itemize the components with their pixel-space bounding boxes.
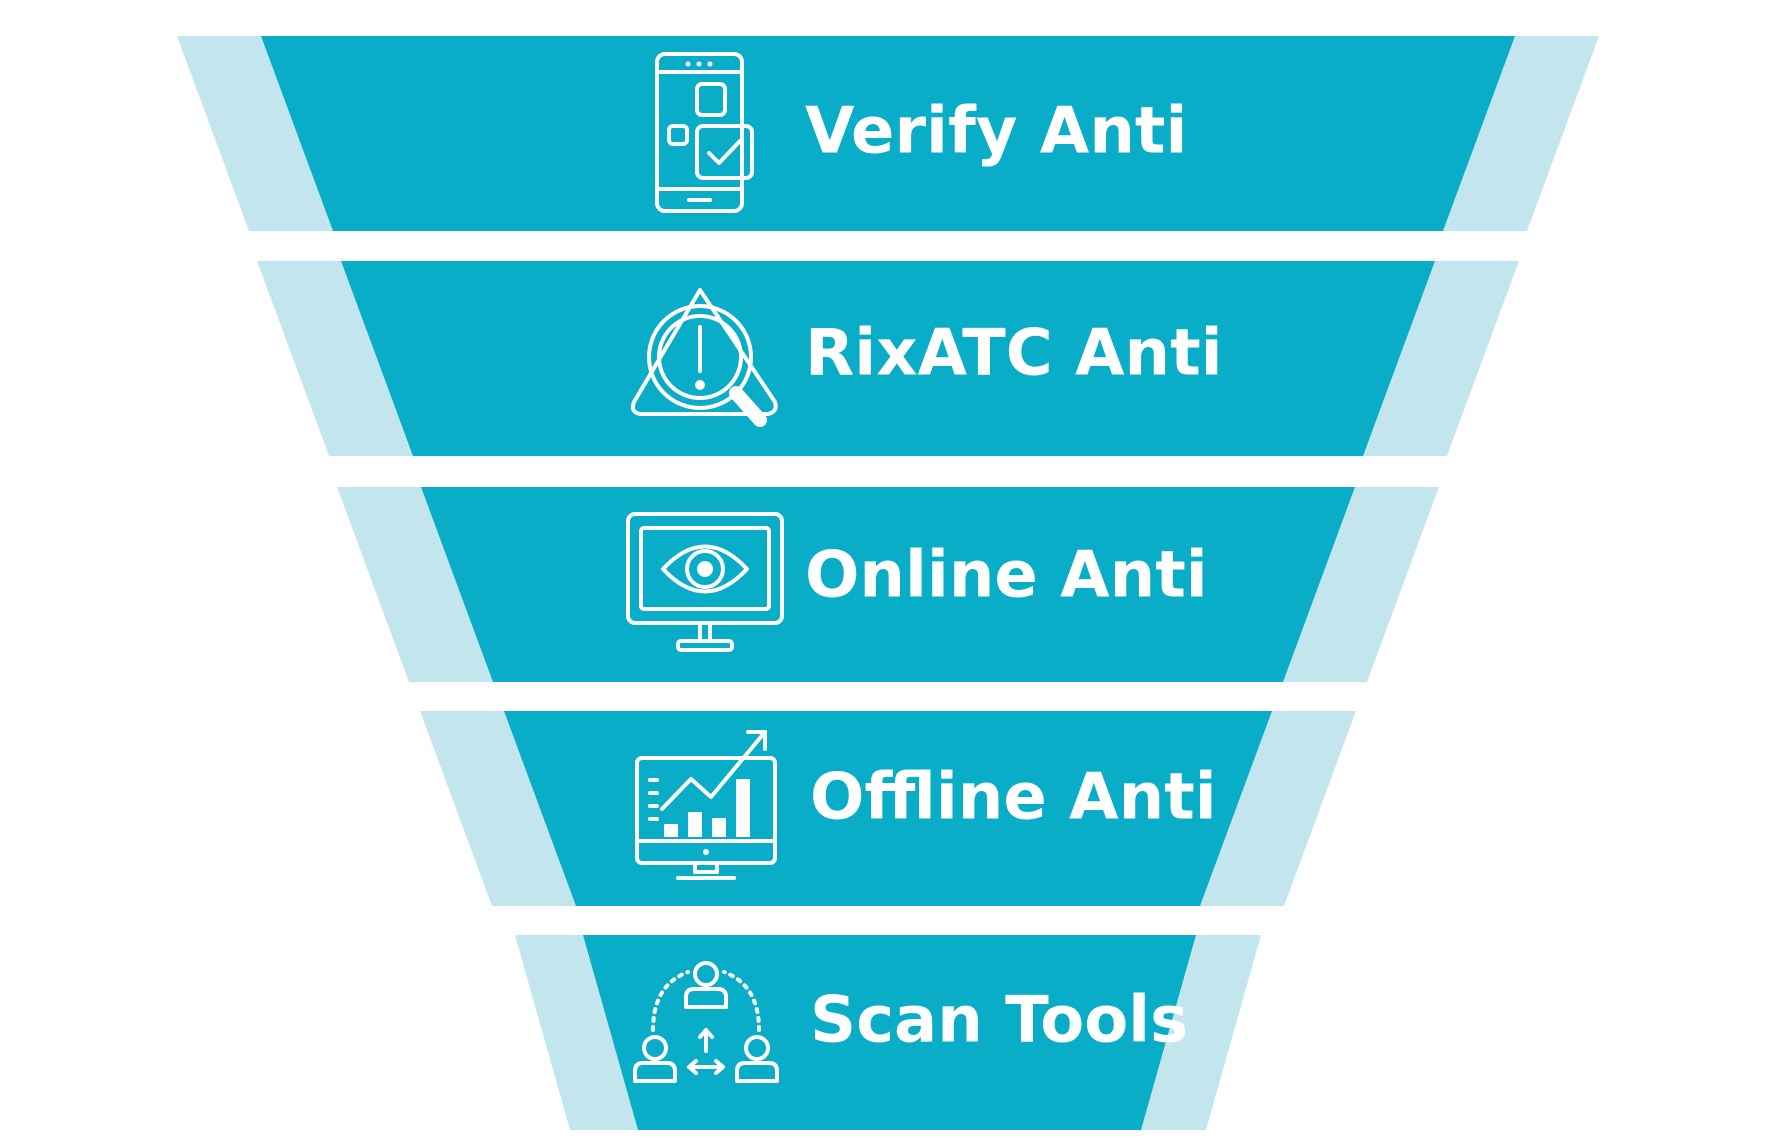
tier-main-band	[341, 261, 1435, 456]
funnel-tier-scan-tools: Scan Tools	[515, 935, 1261, 1130]
tier-label: Online Anti	[805, 539, 1208, 613]
tier-label: Verify Anti	[805, 95, 1187, 169]
funnel-tier-offline-anti: Offline Anti	[420, 711, 1356, 906]
tier-label: RixATC Anti	[805, 317, 1223, 391]
tier-main-band	[261, 36, 1515, 231]
funnel-tier-verify-anti: Verify Anti	[177, 36, 1599, 231]
tier-main-band	[421, 487, 1355, 682]
monitor-eye-icon	[626, 512, 784, 652]
monitor-chart-icon	[635, 730, 777, 880]
warning-magnifier-icon	[630, 288, 778, 427]
tier-label: Scan Tools	[810, 984, 1188, 1058]
smartphone-check-icon	[655, 52, 754, 213]
funnel-tier-online-anti: Online Anti	[337, 487, 1439, 682]
people-network-icon	[633, 961, 779, 1083]
tier-label: Offline Anti	[810, 761, 1217, 835]
funnel-tier-rixatc-anti: RixATC Anti	[257, 261, 1519, 456]
